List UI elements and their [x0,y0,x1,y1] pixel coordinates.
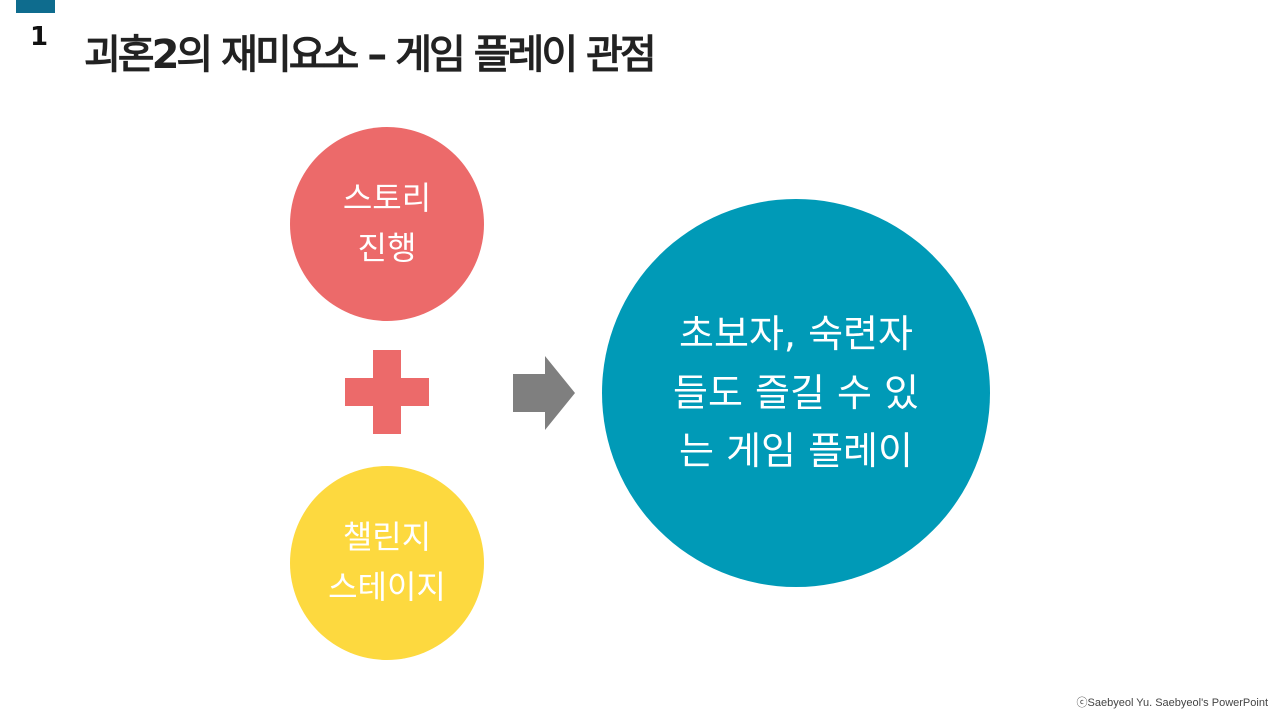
right-arrow-icon [513,356,575,430]
slide-number: 1 [30,22,49,52]
plus-icon [345,350,429,434]
story-circle: 스토리 진행 [290,127,484,321]
result-circle-label: 초보자, 숙련자 들도 즐길 수 있 는 게임 플레이 [673,311,919,474]
plus-vertical-bar [373,350,401,434]
result-circle: 초보자, 숙련자 들도 즐길 수 있 는 게임 플레이 [602,199,990,587]
footer-credit: ⓒSaebyeol Yu. Saebyeol's PowerPoint [1076,697,1268,709]
slide-title: 괴혼2의 재미요소 – 게임 플레이 관점 [84,32,657,78]
challenge-circle-label: 챌린지 스테이지 [328,518,446,606]
story-circle-label: 스토리 진행 [342,179,432,267]
challenge-circle: 챌린지 스테이지 [290,466,484,660]
accent-bar [16,0,55,13]
